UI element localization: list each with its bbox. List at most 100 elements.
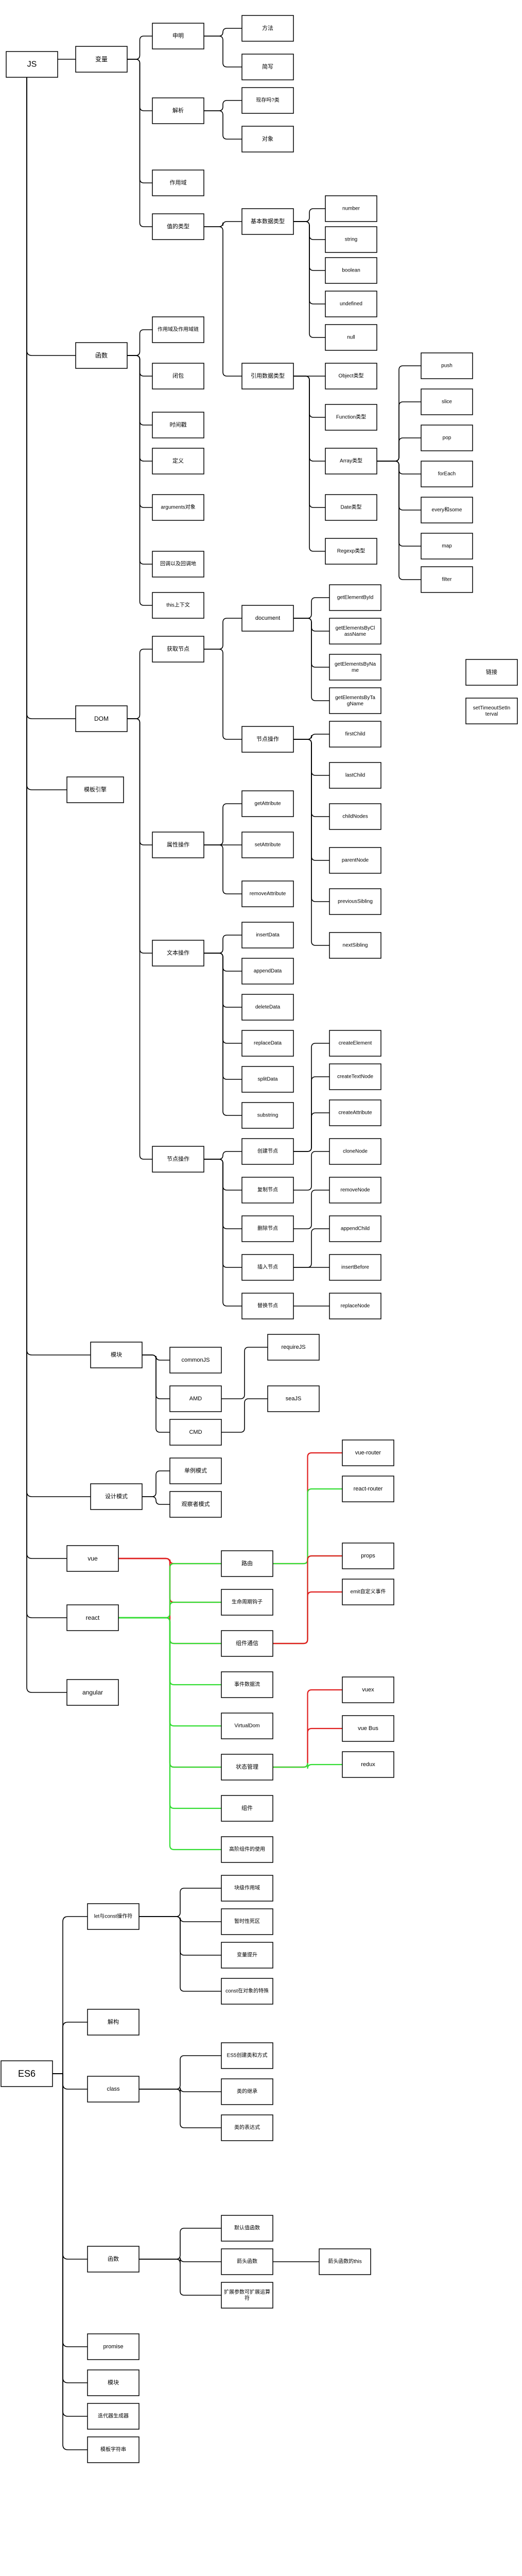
node-vue[interactable]: vue	[66, 1545, 119, 1572]
node-huidiao[interactable]: 回调以及回调地	[152, 551, 204, 578]
node-jibenleixing[interactable]: 基本数据类型	[241, 208, 294, 235]
node-redux[interactable]: redux	[342, 1751, 394, 1778]
node-requirejs[interactable]: requireJS	[267, 1334, 320, 1361]
node-props[interactable]: props	[342, 1543, 394, 1569]
node-createelement[interactable]: createElement	[329, 1030, 381, 1057]
node-zujian[interactable]: 组件	[221, 1795, 273, 1822]
node-bianliangtisheng[interactable]: 变量提升	[221, 1942, 273, 1969]
node-vuebus[interactable]: vue Bus	[342, 1715, 394, 1742]
node-removenode[interactable]: removeNode	[329, 1177, 381, 1204]
node-bianliang[interactable]: 变量	[75, 46, 128, 73]
node-react[interactable]: react	[66, 1604, 119, 1631]
node-createtextnode[interactable]: createTextNode	[329, 1063, 381, 1090]
node-appendchild[interactable]: appendChild	[329, 1215, 381, 1242]
node-number[interactable]: number	[325, 195, 377, 222]
node-zuoyongyu2[interactable]: 作用域及作用域链	[152, 316, 204, 343]
node-dom[interactable]: DOM	[75, 705, 128, 732]
node-gaojiezujian[interactable]: 高阶组件的使用	[221, 1836, 273, 1863]
node-js[interactable]: JS	[6, 51, 58, 78]
node-object[interactable]: Object类型	[325, 363, 377, 389]
node-es5es6[interactable]: ES5创建类和方式	[221, 2042, 273, 2069]
node-array[interactable]: Array类型	[325, 448, 377, 474]
node-promise[interactable]: promise	[87, 2333, 140, 2360]
node-leidebiaodashi[interactable]: 类的表达式	[221, 2114, 273, 2141]
node-letconst[interactable]: let与const操作符	[87, 1903, 140, 1930]
node-huoqujiedian[interactable]: 获取节点	[152, 636, 204, 663]
node-morenzhi[interactable]: 默认值函数	[221, 2215, 273, 2242]
node-hanshu2[interactable]: 函数	[87, 2246, 140, 2273]
node-commonjs[interactable]: commonJS	[169, 1347, 222, 1374]
node-chuangjian[interactable]: 创建节点	[241, 1138, 294, 1165]
node-nextsib[interactable]: nextSibling	[329, 932, 381, 959]
node-slice[interactable]: slice	[421, 388, 473, 415]
node-push[interactable]: push	[421, 352, 473, 379]
node-shuxingcaozuo[interactable]: 属性操作	[152, 832, 204, 858]
node-leideti[interactable]: 类的继承	[221, 2078, 273, 2105]
node-jiantou[interactable]: 箭头函数	[221, 2248, 273, 2275]
node-kuozhan[interactable]: 扩展参数可扩展运算符	[221, 2282, 273, 2309]
node-boolean[interactable]: boolean	[325, 257, 377, 284]
node-tihuan[interactable]: 替换节点	[241, 1293, 294, 1319]
node-filter[interactable]: filter	[421, 566, 473, 593]
node-wenbencaozuo[interactable]: 文本操作	[152, 940, 204, 967]
node-fuzhi[interactable]: 复制节点	[241, 1177, 294, 1204]
node-clonenode[interactable]: cloneNode	[329, 1138, 381, 1165]
node-insertdata[interactable]: insertData	[241, 922, 294, 948]
node-yinyongleixing[interactable]: 引用数据类型	[241, 363, 294, 389]
node-childnodes[interactable]: childNodes	[329, 803, 381, 830]
node-jiegou[interactable]: 解构	[87, 2009, 140, 2036]
node-jieshi[interactable]: 解析	[152, 97, 204, 124]
node-shejimoshi[interactable]: 设计模式	[90, 1483, 143, 1510]
node-lastchild[interactable]: lastChild	[329, 762, 381, 789]
node-foreach[interactable]: forEach	[421, 461, 473, 487]
node-mobanyinqing[interactable]: 模板引擎	[66, 776, 124, 803]
node-emit[interactable]: emit自定义事件	[342, 1579, 394, 1605]
node-zanshisiqu[interactable]: 暂时性死区	[221, 1908, 273, 1935]
node-shengming[interactable]: 申明	[152, 23, 204, 49]
node-shengmingzhouqi[interactable]: 生命周期钩子	[221, 1589, 273, 1616]
node-shujuleixing[interactable]: 值的类型	[152, 213, 204, 240]
node-jiedianlianjie[interactable]: 节点操作	[241, 726, 294, 753]
node-luyou[interactable]: 路由	[221, 1550, 273, 1577]
node-vuerouter[interactable]: vue-router	[342, 1439, 394, 1466]
node-shanchu[interactable]: 删除节点	[241, 1215, 294, 1242]
node-lianjie[interactable]: 链接	[465, 659, 518, 686]
node-xiancunlei[interactable]: 现存吗?类	[241, 87, 294, 114]
node-this[interactable]: this上下文	[152, 592, 204, 619]
node-undefined[interactable]: undefined	[325, 291, 377, 317]
node-angular[interactable]: angular	[66, 1679, 119, 1706]
node-every[interactable]: every和some	[421, 497, 473, 523]
node-jiantouthis[interactable]: 箭头函数的this	[319, 2248, 371, 2275]
node-setattr[interactable]: setAttribute	[241, 832, 294, 858]
node-date[interactable]: Date类型	[325, 494, 377, 521]
node-const[interactable]: const在对象的特殊	[221, 1978, 273, 2005]
node-jiediancaozuo2[interactable]: 节点操作	[152, 1146, 204, 1173]
node-amd[interactable]: AMD	[169, 1385, 222, 1412]
node-zhuangtai[interactable]: 状态管理	[221, 1754, 273, 1781]
node-removeattr[interactable]: removeAttribute	[241, 880, 294, 907]
node-insertbefore[interactable]: insertBefore	[329, 1254, 381, 1281]
node-fangfa[interactable]: 方法	[241, 15, 294, 42]
node-regexp[interactable]: Regexp类型	[325, 538, 377, 565]
node-class[interactable]: class	[87, 2076, 140, 2103]
node-appenddata[interactable]: appendData	[241, 958, 294, 985]
node-charu[interactable]: 插入节点	[241, 1254, 294, 1281]
node-vuex[interactable]: vuex	[342, 1676, 394, 1703]
node-mobanzifuchuan[interactable]: 模板字符串	[87, 2436, 140, 2463]
node-parentnode[interactable]: parentNode	[329, 847, 381, 874]
node-shijian[interactable]: 时间戳	[152, 412, 204, 438]
node-pop[interactable]: pop	[421, 425, 473, 451]
node-es6[interactable]: ES6	[1, 2060, 53, 2087]
node-dingyi[interactable]: 定义	[152, 448, 204, 474]
node-splitdata[interactable]: splitData	[241, 1066, 294, 1093]
node-reactrouter[interactable]: react-router	[342, 1476, 394, 1502]
node-getattr[interactable]: getAttribute	[241, 790, 294, 817]
node-string[interactable]: string	[325, 226, 377, 253]
node-replacenode[interactable]: replaceNode	[329, 1293, 381, 1319]
node-shuxing[interactable]: 事件数据流	[221, 1671, 273, 1698]
node-kuaijiyuyu[interactable]: 块级作用域	[221, 1875, 273, 1902]
node-firstchild[interactable]: firstChild	[329, 721, 381, 748]
node-createattribute[interactable]: createAttribute	[329, 1099, 381, 1126]
